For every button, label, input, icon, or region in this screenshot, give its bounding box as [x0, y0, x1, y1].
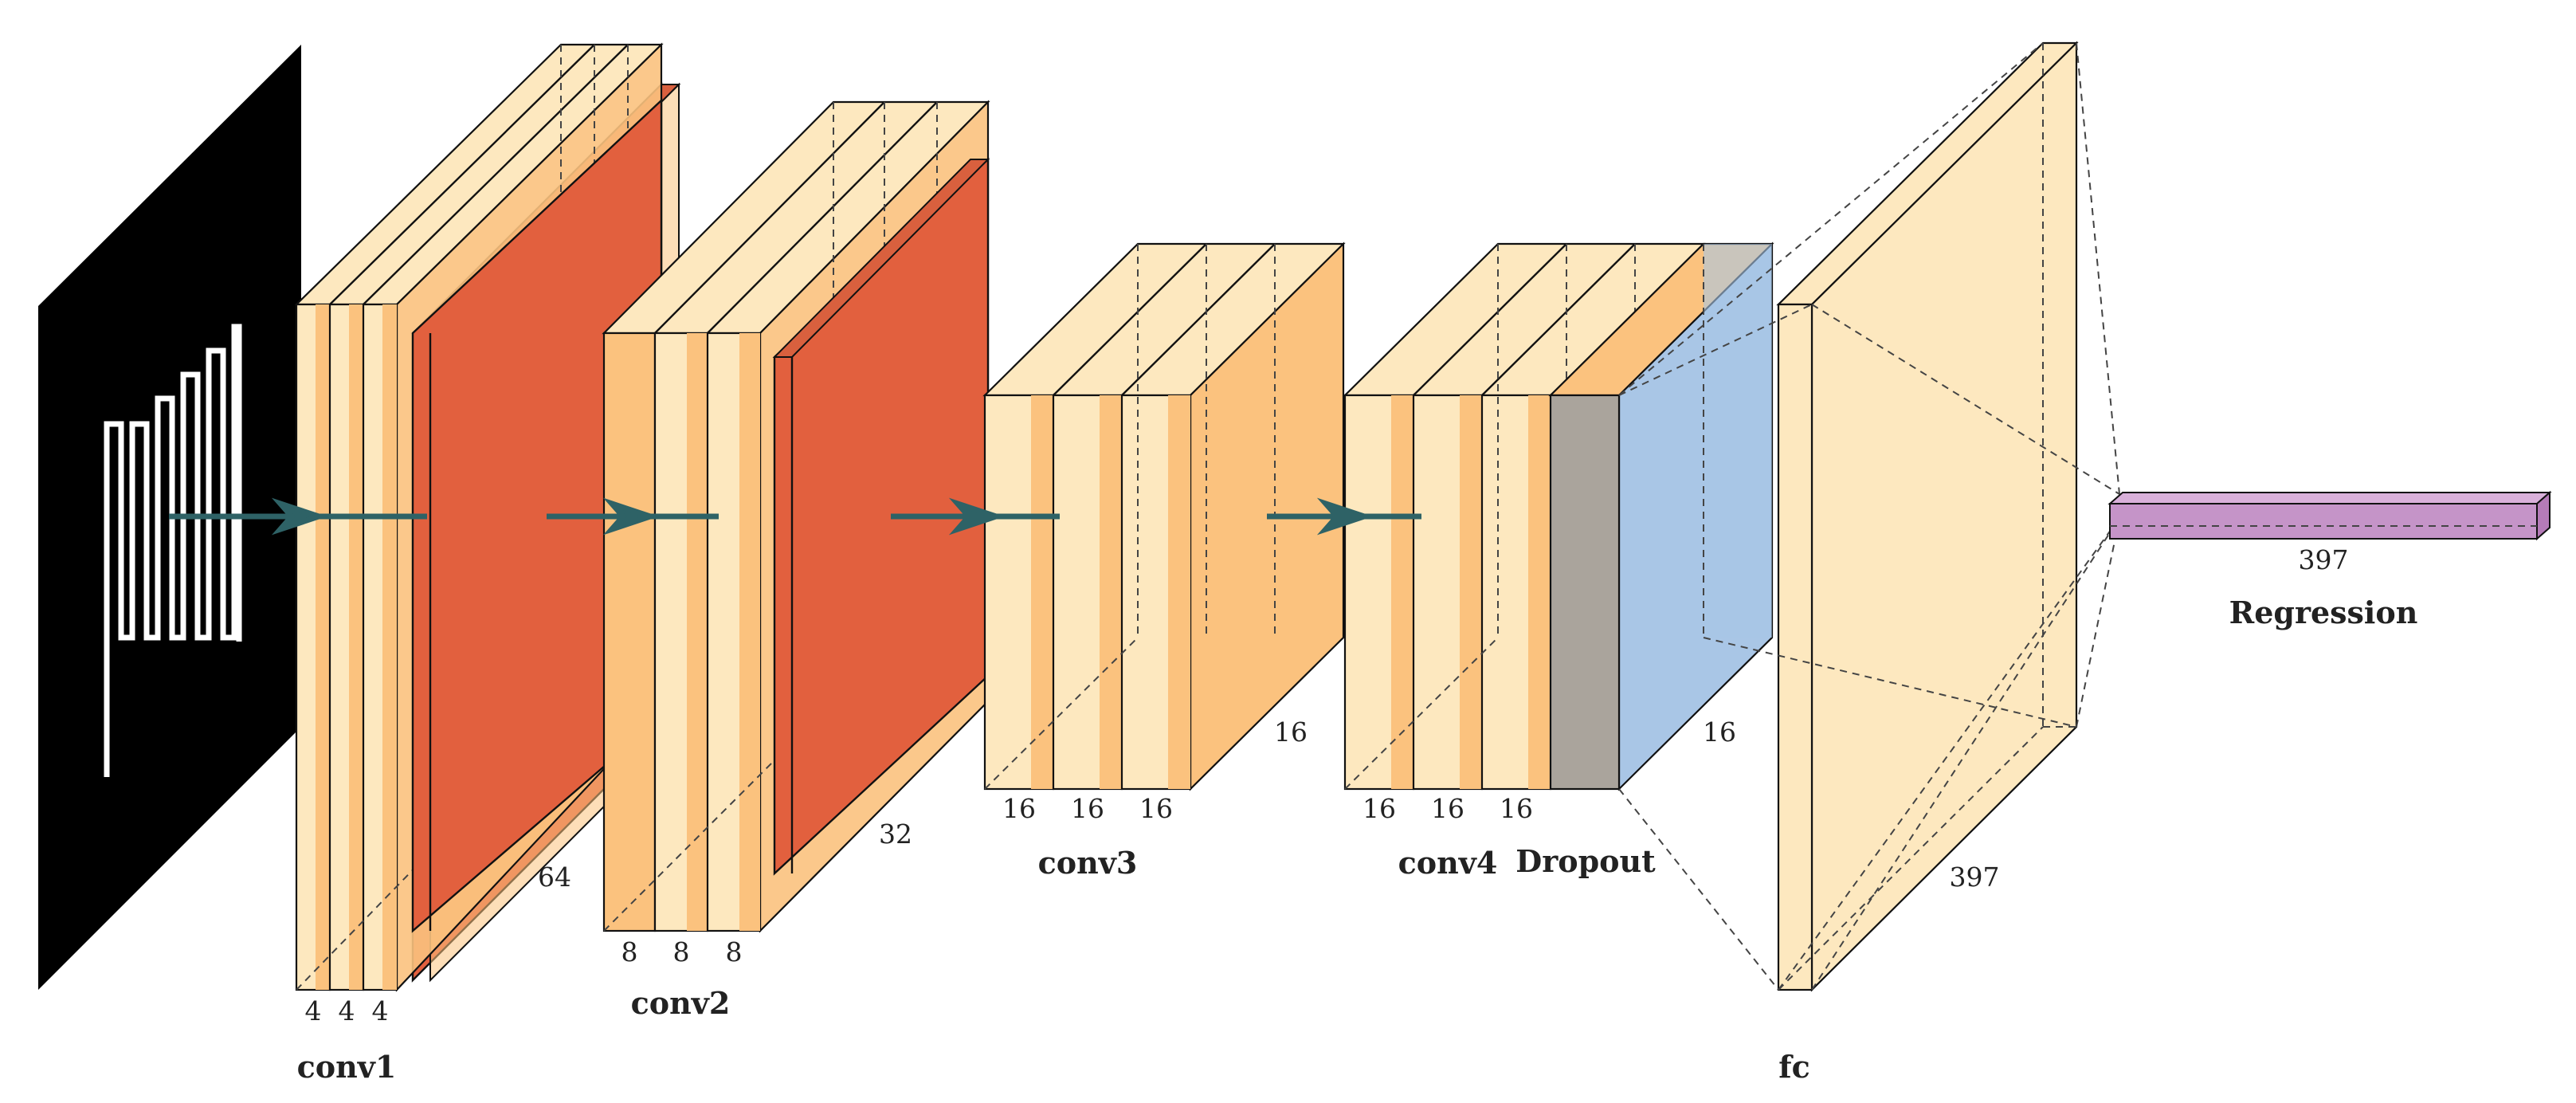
- dropout-block: [1548, 241, 1774, 791]
- conv4-label: conv4: [1398, 845, 1498, 881]
- dimension-labels: 4 4 4 64 8 8 8 32 16 16 16 16 16 16 16 1…: [305, 544, 2349, 1026]
- layer-names: conv1 conv2 conv3 conv4 Dropout fc Regre…: [297, 595, 2418, 1085]
- conv3-size: 16: [1274, 716, 1308, 748]
- regression-size: 397: [2299, 544, 2349, 575]
- conv1-channel-1: 4: [305, 995, 322, 1026]
- conv3-block: [982, 241, 1346, 791]
- conv1-size: 64: [538, 862, 571, 893]
- regression-label: Regression: [2229, 595, 2418, 630]
- fc-to-regression-connections: [1778, 42, 2120, 991]
- arrow-head-icon: [602, 497, 660, 536]
- conv2-channel-3: 8: [726, 936, 743, 968]
- conv1-channel-3: 4: [372, 995, 389, 1026]
- dropout-to-fc-connections: [1618, 42, 2077, 991]
- fc-layer: [1776, 41, 2079, 992]
- conv1-label: conv1: [297, 1049, 397, 1085]
- conv4-size: 16: [1703, 716, 1736, 748]
- dropout-label: Dropout: [1515, 843, 1656, 879]
- conv4-channel-1: 16: [1362, 793, 1396, 824]
- flow-arrows: [169, 497, 1421, 536]
- fc-label: fc: [1778, 1049, 1809, 1085]
- conv3-channel-1: 16: [1002, 793, 1036, 824]
- conv2-size: 32: [879, 818, 912, 850]
- arrow-head-icon: [1316, 497, 1374, 536]
- arrow-head-icon: [948, 497, 1006, 536]
- conv3-channel-3: 16: [1139, 793, 1173, 824]
- conv2-block: [602, 100, 990, 933]
- conv3-label: conv3: [1038, 845, 1138, 881]
- conv4-channel-2: 16: [1431, 793, 1464, 824]
- conv2-channel-2: 8: [673, 936, 690, 968]
- regression-layer: [2107, 490, 2552, 541]
- conv2-pool-layer: [772, 157, 990, 876]
- conv2-label: conv2: [631, 985, 731, 1021]
- arrow-head-icon: [271, 497, 328, 536]
- conv4-channel-3: 16: [1500, 793, 1533, 824]
- conv3-channel-2: 16: [1071, 793, 1104, 824]
- conv2-channel-1: 8: [621, 936, 638, 968]
- conv1-block: [294, 42, 681, 992]
- conv1-channel-2: 4: [339, 995, 355, 1026]
- fc-size: 397: [1950, 862, 2000, 893]
